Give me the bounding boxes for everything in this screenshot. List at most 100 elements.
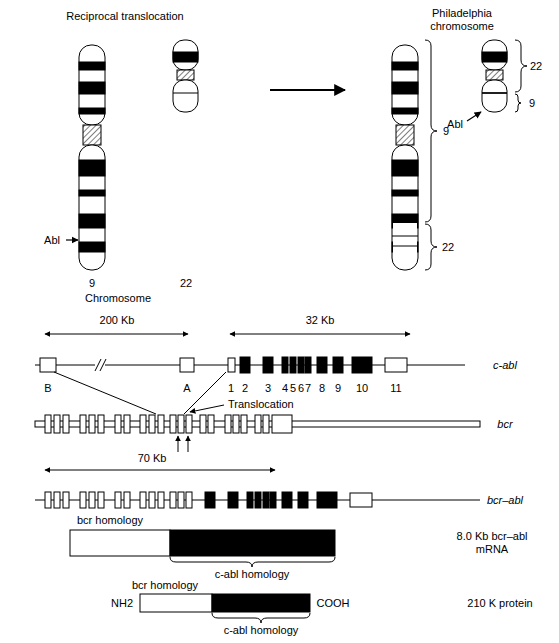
- bcr-abl-gene: [80, 492, 86, 508]
- bcr-abl-gene: [228, 492, 238, 508]
- breakpoint-arrow: [188, 436, 189, 452]
- bcr-abl-gene: [115, 492, 121, 508]
- mrna-bar: [70, 530, 335, 567]
- bcr-abl-gene: [98, 492, 104, 508]
- chromosome-number: 9: [529, 97, 535, 110]
- chromosome-9: [79, 190, 105, 196]
- translocation-arrow: [270, 89, 345, 91]
- chromosome-22: [177, 70, 194, 80]
- exon-label: 8: [319, 382, 325, 395]
- chromosome-9: [79, 108, 105, 114]
- exon-label: A: [183, 382, 190, 395]
- bracket: [425, 224, 437, 270]
- chromosome-22: [173, 52, 198, 62]
- dimension-label: 70 Kb: [138, 452, 167, 465]
- chromosome-9: [79, 62, 105, 70]
- derivative-chromosome-9: [392, 246, 418, 247]
- derivative-chromosome-9: [392, 45, 418, 270]
- bcr-abl-gene: [140, 492, 146, 508]
- chromosome-9: [79, 242, 105, 252]
- mrna-bar: [170, 530, 335, 556]
- exon-label: 9: [335, 382, 341, 395]
- c-abl-gene: [385, 358, 407, 372]
- exon-label: 10: [356, 382, 368, 395]
- region-label: c-abl homology: [224, 624, 299, 637]
- region-label: c-abl homology: [215, 568, 290, 581]
- chromosome-9: [79, 45, 105, 125]
- figure-heading: Reciprocal translocation: [66, 10, 183, 23]
- bcr-abl-gene: [158, 492, 164, 508]
- bcr-abl-gene: [63, 492, 69, 508]
- breakpoint-arrow: [178, 436, 179, 452]
- chromosome-number: 9: [89, 277, 95, 290]
- bcr-abl-gene: [89, 492, 95, 508]
- bcr-abl-gene: [317, 492, 337, 508]
- bcr-abl-gene: [298, 492, 308, 508]
- chromosome-number: 22: [442, 241, 454, 254]
- derivative-chromosome-9: [392, 236, 418, 237]
- abl-pointer: [66, 239, 78, 240]
- dimension-arrow: [230, 334, 410, 335]
- chromosome-9: [79, 45, 105, 270]
- gene-name: c-abl: [493, 359, 517, 372]
- c-abl-gene: [95, 359, 101, 371]
- bcr-abl-gene: [178, 492, 184, 508]
- gene-label: Abl: [44, 234, 60, 247]
- breakpoint-line: [54, 372, 156, 414]
- terminus-label: NH2: [111, 597, 133, 610]
- bcr-gene: [225, 415, 231, 433]
- derivative-chromosome-9: [392, 221, 418, 223]
- breakpoint-line: [54, 372, 226, 414]
- exon-label: 4: [282, 382, 288, 395]
- breakpoint-arrow: [178, 436, 188, 452]
- bcr-abl-gene: [54, 492, 60, 508]
- philadelphia-chromosome: [482, 92, 507, 94]
- exon-label: 1: [228, 382, 234, 395]
- figure-heading: Philadelphia chromosome: [412, 7, 512, 33]
- c-abl-gene: [298, 357, 304, 373]
- bcr-abl-gene: [255, 492, 261, 508]
- bcr-abl-gene: [270, 492, 276, 508]
- exon-label: 7: [305, 382, 311, 395]
- exon-label: 2: [242, 382, 248, 395]
- protein-bar: [212, 594, 310, 612]
- bcr-gene: [124, 415, 130, 433]
- protein-bar: [212, 613, 310, 623]
- c-abl-gene: [352, 357, 372, 373]
- bcr-gene: [54, 415, 60, 433]
- derivative-chromosome-9: [393, 223, 417, 258]
- terminus-label: COOH: [317, 597, 350, 610]
- c-abl-gene: [240, 357, 250, 373]
- bcr-abl-gene: [282, 492, 292, 508]
- bcr-abl-gene: [170, 492, 176, 508]
- mrna-bar: [170, 557, 335, 567]
- chromosome-22: [173, 40, 198, 70]
- chromosome-9: [79, 214, 105, 228]
- chromosome-number: 22: [530, 60, 542, 73]
- exon-label: 3: [265, 382, 271, 395]
- chromosome-22: [173, 93, 198, 94]
- region-label: bcr homology: [132, 579, 198, 592]
- bcr-gene: [80, 415, 86, 433]
- bcr-gene: [170, 415, 176, 433]
- c-abl-gene: [263, 357, 273, 373]
- bcr-gene: [208, 415, 214, 433]
- exon-label: 6: [298, 382, 304, 395]
- breakpoint-line: [190, 405, 224, 412]
- bcr-gene: [263, 415, 269, 433]
- bcr-gene: [158, 415, 164, 433]
- breakpoint-line: [184, 372, 226, 414]
- region-label: bcr homology: [77, 514, 143, 527]
- bcr-abl-gene: [247, 492, 253, 508]
- bcr-gene: [186, 415, 192, 433]
- bcr-gene: [255, 415, 261, 433]
- bracket: [515, 40, 527, 92]
- gene-name: bcr–abl: [487, 494, 523, 507]
- exon-label: B: [44, 382, 51, 395]
- bcr-abl-gene: [263, 492, 269, 508]
- c-abl-gene: [40, 358, 56, 372]
- bcr-abl-gene: [186, 492, 192, 508]
- bcr-abl-gene: [350, 493, 372, 507]
- c-abl-gene: [290, 357, 296, 373]
- bcr-gene: [45, 415, 51, 433]
